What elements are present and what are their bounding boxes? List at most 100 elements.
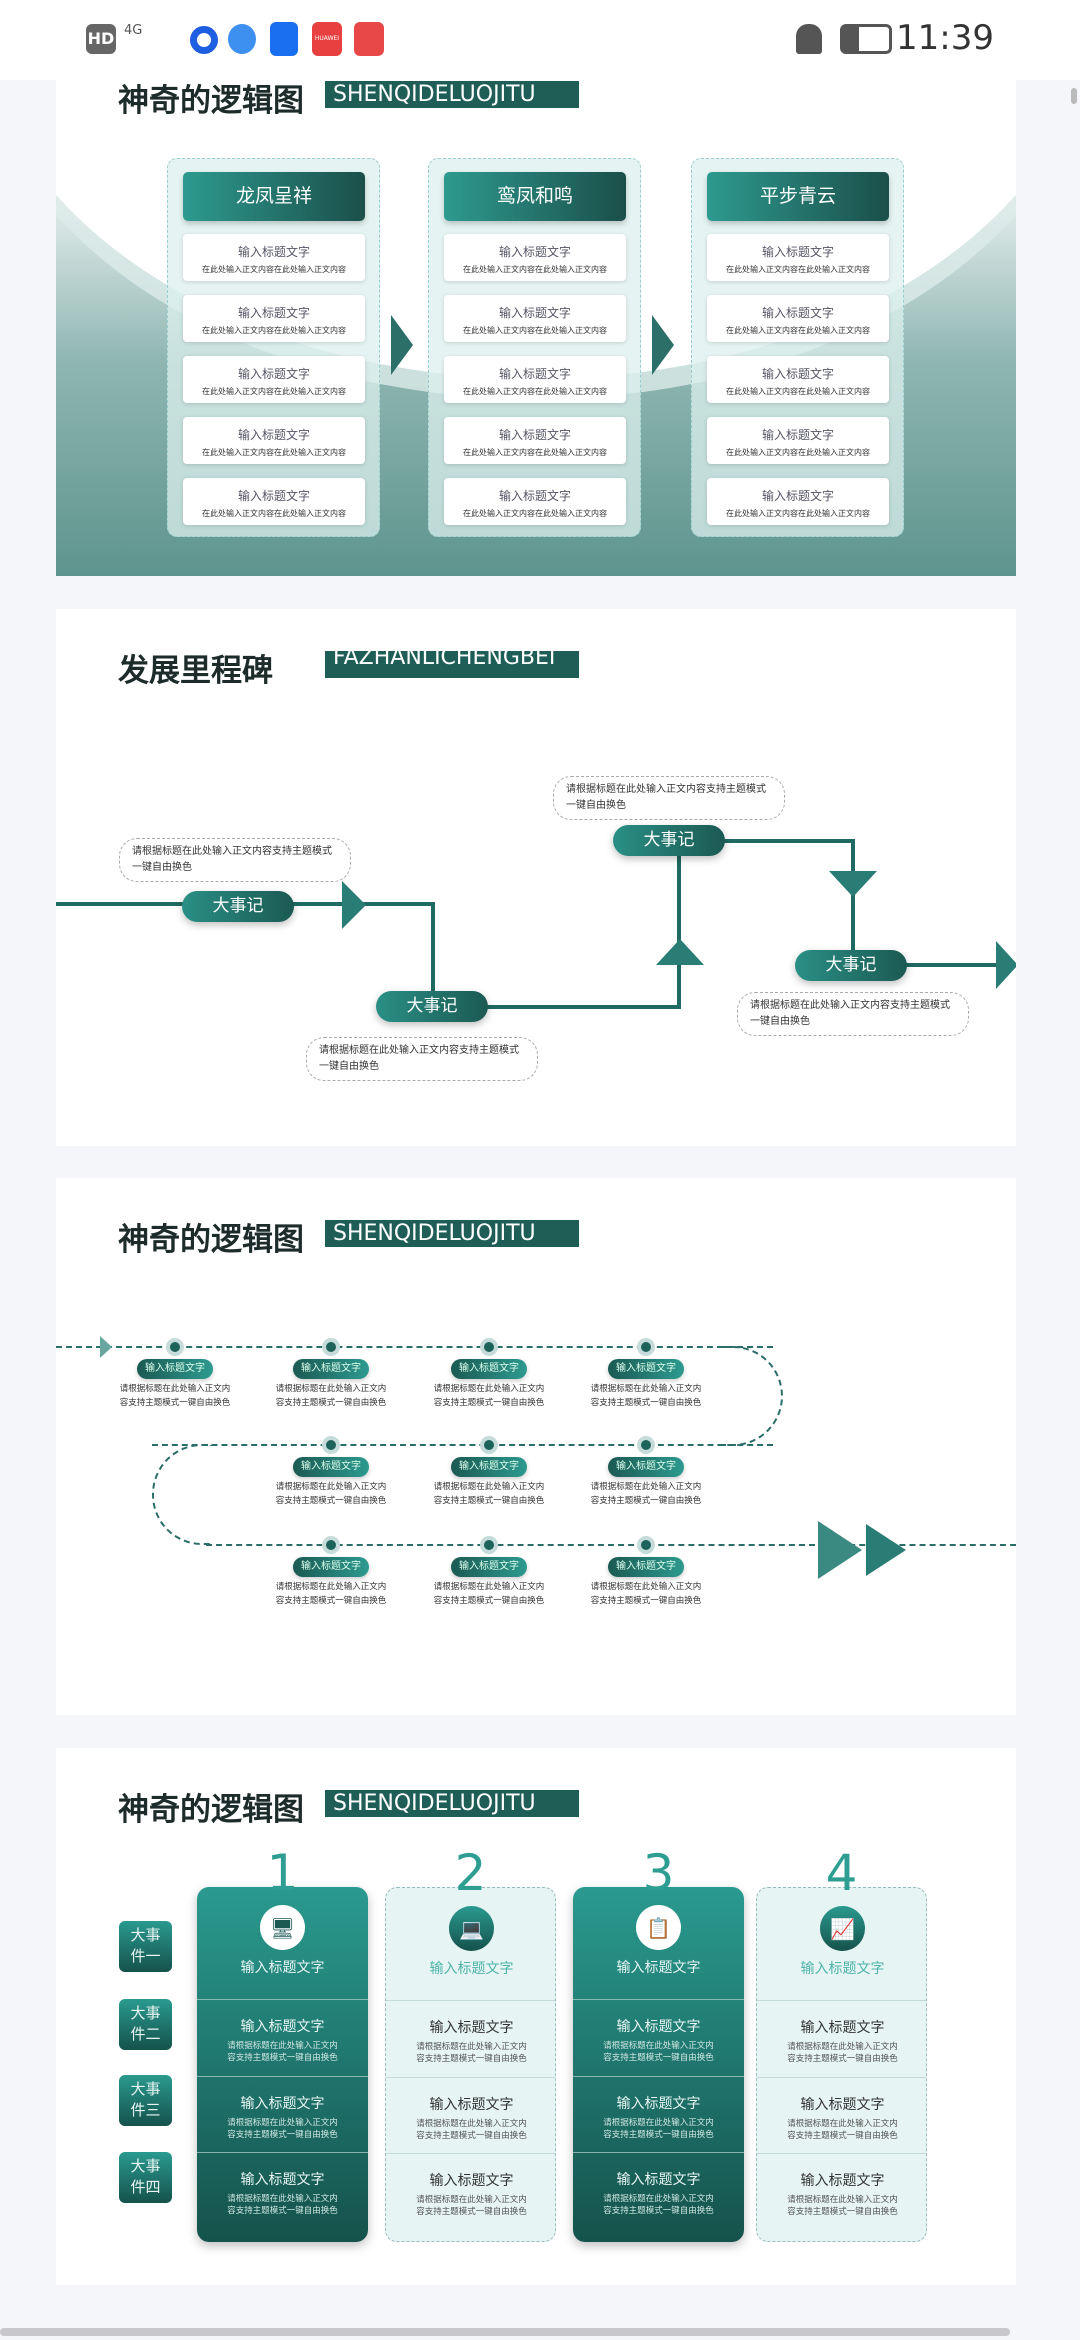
hd-icon: HD bbox=[86, 24, 116, 54]
node-text-line: 请根据标题在此处输入正文内 bbox=[590, 1582, 702, 1592]
logic-column: 鸾凤和鸣输入标题文字在此处输入正文内容在此处输入正文内容输入标题文字在此处输入正… bbox=[428, 158, 641, 537]
chevron-right-icon bbox=[100, 1336, 112, 1358]
grid-cell: 输入标题文字请根据标题在此处输入正文内容支持主题模式一键自由换色 bbox=[757, 2000, 926, 2077]
item-text: 在此处输入正文内容在此处输入正文内容 bbox=[202, 509, 346, 518]
event-column[interactable]: 📋输入标题文字输入标题文字请根据标题在此处输入正文内容支持主题模式一键自由换色输… bbox=[573, 1887, 744, 2242]
node-title[interactable]: 输入标题文字 bbox=[451, 1557, 527, 1577]
node-title[interactable]: 输入标题文字 bbox=[293, 1457, 369, 1477]
event-column[interactable]: 📈输入标题文字输入标题文字请根据标题在此处输入正文内容支持主题模式一键自由换色输… bbox=[756, 1887, 927, 2242]
node-text-line: 容支持主题模式一键自由换色 bbox=[590, 1496, 702, 1506]
cell-text-line: 容支持主题模式一键自由换色 bbox=[603, 2053, 714, 2063]
cell-text-line: 容支持主题模式一键自由换色 bbox=[787, 2207, 898, 2217]
logic-item[interactable]: 输入标题文字在此处输入正文内容在此处输入正文内容 bbox=[707, 417, 889, 464]
logic-item[interactable]: 输入标题文字在此处输入正文内容在此处输入正文内容 bbox=[444, 295, 626, 342]
logic-item[interactable]: 输入标题文字在此处输入正文内容在此处输入正文内容 bbox=[444, 417, 626, 464]
event-column[interactable]: 💻输入标题文字输入标题文字请根据标题在此处输入正文内容支持主题模式一键自由换色输… bbox=[385, 1887, 556, 2242]
grid-cell: 输入标题文字请根据标题在此处输入正文内容支持主题模式一键自由换色 bbox=[757, 2153, 926, 2241]
item-text: 在此处输入正文内容在此处输入正文内容 bbox=[463, 326, 607, 335]
logic-item[interactable]: 输入标题文字在此处输入正文内容在此处输入正文内容 bbox=[707, 356, 889, 403]
timeline-node bbox=[637, 1536, 655, 1554]
chevron-right-icon bbox=[996, 941, 1016, 989]
item-title: 输入标题文字 bbox=[498, 489, 571, 503]
cell-title: 输入标题文字 bbox=[616, 2096, 701, 2112]
node-text-line: 请根据标题在此处输入正文内 bbox=[275, 1482, 387, 1492]
column-number: 2 bbox=[454, 1844, 487, 1902]
cell-text-line: 容支持主题模式一键自由换色 bbox=[416, 2131, 527, 2141]
chevron-right-icon bbox=[652, 315, 674, 375]
milestone-callout: 请根据标题在此处输入正文内容支持主题模式一键自由换色 bbox=[119, 838, 351, 882]
logic-item[interactable]: 输入标题文字在此处输入正文内容在此处输入正文内容 bbox=[707, 234, 889, 281]
node-text-line: 容支持主题模式一键自由换色 bbox=[590, 1398, 702, 1408]
milestone-pill[interactable]: 大事记 bbox=[795, 950, 907, 981]
column-header: 平步青云 bbox=[707, 172, 889, 221]
cell-text-line: 请根据标题在此处输入正文内 bbox=[603, 2194, 714, 2204]
node-text-line: 请根据标题在此处输入正文内 bbox=[119, 1384, 231, 1394]
item-title: 输入标题文字 bbox=[761, 306, 834, 320]
cell-title: 输入标题文字 bbox=[240, 2019, 325, 2035]
item-text: 在此处输入正文内容在此处输入正文内容 bbox=[726, 265, 870, 274]
path-line bbox=[56, 1346, 773, 1348]
node-title[interactable]: 输入标题文字 bbox=[608, 1457, 684, 1477]
slide-tag: SHENQIDELUOJITU bbox=[325, 1790, 579, 1817]
node-title[interactable]: 输入标题文字 bbox=[137, 1359, 213, 1379]
horizontal-scrollbar[interactable] bbox=[0, 2328, 1010, 2336]
cell-text-line: 容支持主题模式一键自由换色 bbox=[603, 2206, 714, 2216]
logic-item[interactable]: 输入标题文字在此处输入正文内容在此处输入正文内容 bbox=[707, 295, 889, 342]
logic-column: 平步青云输入标题文字在此处输入正文内容在此处输入正文内容输入标题文字在此处输入正… bbox=[691, 158, 904, 537]
event-column[interactable]: 🖥输入标题文字输入标题文字请根据标题在此处输入正文内容支持主题模式一键自由换色输… bbox=[197, 1887, 368, 2242]
item-title: 输入标题文字 bbox=[498, 367, 571, 381]
node-title[interactable]: 输入标题文字 bbox=[293, 1359, 369, 1379]
logic-item[interactable]: 输入标题文字在此处输入正文内容在此处输入正文内容 bbox=[707, 478, 889, 525]
chart-growth-icon: 📈 bbox=[820, 1906, 865, 1951]
slide-title: 神奇的逻辑图 bbox=[118, 1792, 304, 1828]
logic-item[interactable]: 输入标题文字在此处输入正文内容在此处输入正文内容 bbox=[183, 234, 365, 281]
row-label: 大事件四 bbox=[119, 2152, 172, 2203]
milestone-pill[interactable]: 大事记 bbox=[613, 825, 725, 856]
cell-text-line: 容支持主题模式一键自由换色 bbox=[603, 2130, 714, 2140]
logic-item[interactable]: 输入标题文字在此处输入正文内容在此处输入正文内容 bbox=[444, 356, 626, 403]
logic-item[interactable]: 输入标题文字在此处输入正文内容在此处输入正文内容 bbox=[183, 295, 365, 342]
logic-item[interactable]: 输入标题文字在此处输入正文内容在此处输入正文内容 bbox=[183, 478, 365, 525]
path-line bbox=[152, 1444, 773, 1446]
node-title[interactable]: 输入标题文字 bbox=[451, 1359, 527, 1379]
milestone-pill[interactable]: 大事记 bbox=[182, 891, 294, 922]
node-text-line: 请根据标题在此处输入正文内 bbox=[275, 1384, 387, 1394]
logic-item[interactable]: 输入标题文字在此处输入正文内容在此处输入正文内容 bbox=[444, 234, 626, 281]
timeline-node bbox=[480, 1536, 498, 1554]
slide-logic-columns[interactable]: 神奇的逻辑图 SHENQIDELUOJITU 龙凤呈祥输入标题文字在此处输入正文… bbox=[56, 39, 1016, 576]
timeline-node bbox=[322, 1536, 340, 1554]
node-title[interactable]: 输入标题文字 bbox=[293, 1557, 369, 1577]
column-header-title: 输入标题文字 bbox=[800, 1961, 885, 1977]
clipboard-icon: 📋 bbox=[636, 1905, 681, 1950]
item-title: 输入标题文字 bbox=[498, 245, 571, 259]
milestone-pill[interactable]: 大事记 bbox=[376, 991, 488, 1022]
node-title[interactable]: 输入标题文字 bbox=[608, 1359, 684, 1379]
cell-text-line: 容支持主题模式一键自由换色 bbox=[227, 2206, 338, 2216]
signal-4g-icon: 4G bbox=[124, 23, 143, 38]
node-text-line: 请根据标题在此处输入正文内 bbox=[590, 1482, 702, 1492]
timeline-node bbox=[322, 1436, 340, 1454]
logic-item[interactable]: 输入标题文字在此处输入正文内容在此处输入正文内容 bbox=[183, 356, 365, 403]
item-text: 在此处输入正文内容在此处输入正文内容 bbox=[202, 326, 346, 335]
slide-title: 神奇的逻辑图 bbox=[118, 83, 304, 119]
slide-milestones[interactable]: 发展里程碑 FAZHANLICHENGBEI 大事记请根据标题在此处输入正文内容… bbox=[56, 609, 1016, 1146]
logic-item[interactable]: 输入标题文字在此处输入正文内容在此处输入正文内容 bbox=[183, 417, 365, 464]
grid-cell: 输入标题文字请根据标题在此处输入正文内容支持主题模式一键自由换色 bbox=[757, 2077, 926, 2154]
books-icon bbox=[354, 22, 384, 56]
slide-snake-timeline[interactable]: 神奇的逻辑图 SHENQIDELUOJITU 输入标题文字请根据标题在此处输入正… bbox=[56, 1178, 1016, 1715]
app-icon bbox=[190, 26, 218, 54]
slide-event-grid[interactable]: 神奇的逻辑图 SHENQIDELUOJITU 大事件一大事件二大事件三大事件四🖥… bbox=[56, 1748, 1016, 2285]
node-text-line: 请根据标题在此处输入正文内 bbox=[590, 1384, 702, 1394]
node-text-line: 容支持主题模式一键自由换色 bbox=[275, 1398, 387, 1408]
vertical-scrollbar[interactable] bbox=[1071, 88, 1077, 104]
grid-cell: 输入标题文字请根据标题在此处输入正文内容支持主题模式一键自由换色 bbox=[386, 2153, 555, 2241]
item-title: 输入标题文字 bbox=[761, 428, 834, 442]
node-text-line: 请根据标题在此处输入正文内 bbox=[275, 1582, 387, 1592]
cell-text-line: 请根据标题在此处输入正文内 bbox=[227, 2041, 338, 2051]
node-title[interactable]: 输入标题文字 bbox=[451, 1457, 527, 1477]
cell-title: 输入标题文字 bbox=[616, 2172, 701, 2188]
timeline-node bbox=[637, 1338, 655, 1356]
row-label: 大事件二 bbox=[119, 1999, 172, 2050]
node-title[interactable]: 输入标题文字 bbox=[608, 1557, 684, 1577]
logic-item[interactable]: 输入标题文字在此处输入正文内容在此处输入正文内容 bbox=[444, 478, 626, 525]
